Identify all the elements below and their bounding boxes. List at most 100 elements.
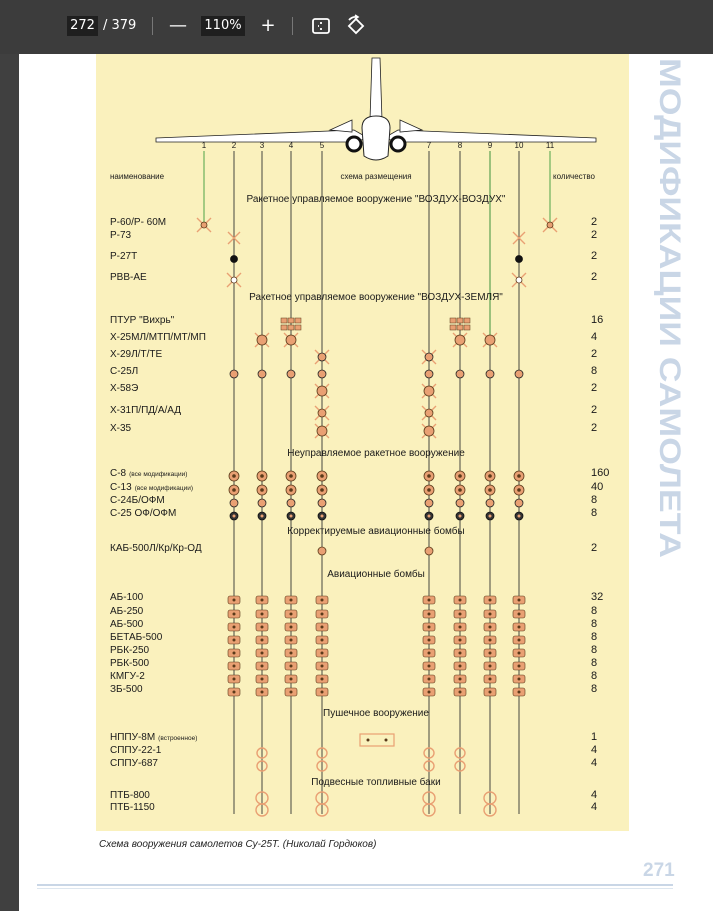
bomb-marker-center: [232, 664, 236, 668]
weapon-name: Х-31П/ПД/А/АД: [110, 405, 181, 416]
weapon-count: 2: [591, 271, 597, 283]
station-number: 4: [289, 141, 294, 150]
weapon-count: 8: [591, 365, 597, 377]
store-marker: [229, 369, 239, 379]
bomb-marker-center: [232, 598, 236, 602]
section-title: Неуправляемое ракетное вооружение: [287, 448, 465, 459]
weapon-count: 2: [591, 216, 597, 228]
weapon-count: 40: [591, 481, 603, 493]
zoom-out-button[interactable]: —: [169, 15, 187, 36]
store-marker: [546, 221, 554, 229]
bomb-marker-center: [427, 690, 431, 694]
bomb-marker-center: [517, 664, 521, 668]
store-marker: [200, 221, 208, 229]
station-number: 8: [458, 141, 463, 150]
bomb-marker-center: [517, 677, 521, 681]
aircraft-stabilizer-right: [399, 119, 424, 133]
store-marker: [485, 498, 495, 508]
bomb-marker-center: [517, 598, 521, 602]
station-number: 5: [320, 141, 325, 150]
weapon-name: РВВ-АЕ: [110, 272, 147, 283]
bomb-marker-center: [488, 612, 492, 616]
atgm-marker: [287, 317, 295, 324]
section-title: Пушечное вооружение: [323, 708, 429, 719]
bomb-marker-center: [427, 612, 431, 616]
weapon-name: Х-25МЛ/МТП/МТ/МП: [110, 332, 206, 343]
store-marker: [257, 498, 267, 508]
rocket-center: [517, 514, 521, 518]
page-number: 271: [643, 860, 675, 881]
page-number-input[interactable]: 272: [67, 16, 98, 36]
weapon-name: НППУ-8М(встроенное): [110, 732, 197, 743]
bomb-marker-center: [488, 638, 492, 642]
rocket-center: [289, 514, 293, 518]
gun-marker: [359, 733, 395, 747]
atgm-marker: [456, 324, 464, 331]
rocket-center: [427, 514, 431, 518]
fit-page-icon: [312, 18, 330, 34]
zoom-in-button[interactable]: +: [260, 15, 276, 36]
weapon-name: С-13(все модификации): [110, 482, 193, 493]
gun-marker-center: [366, 738, 370, 742]
rocket-pod-center: [517, 474, 521, 478]
bomb-marker-center: [458, 690, 462, 694]
weapon-count: 4: [591, 331, 597, 343]
weapon-name: КМГУ-2: [110, 671, 145, 682]
store-marker: [454, 334, 466, 346]
store-marker: [424, 408, 434, 418]
bomb-marker-center: [289, 612, 293, 616]
missile-marker: [227, 231, 241, 245]
section-title: Корректируемые авиационные бомбы: [287, 525, 464, 537]
weapon-count: 8: [591, 605, 597, 617]
weapon-count: 16: [591, 314, 603, 326]
rocket-pod-center: [320, 488, 324, 492]
bomb-marker-center: [260, 651, 264, 655]
weapon-name: Х-58Э: [110, 383, 138, 394]
bomb-marker-center: [260, 612, 264, 616]
store-marker: [286, 369, 296, 379]
bomb-marker-center: [232, 651, 236, 655]
weapon-count: 4: [591, 757, 597, 769]
store-marker: [424, 352, 434, 362]
weapon-note: (все модификации): [135, 485, 193, 492]
rocket-pod-center: [260, 474, 264, 478]
bomb-marker-center: [458, 638, 462, 642]
weapon-count: 8: [591, 657, 597, 669]
weapon-name: Х-35: [110, 423, 132, 434]
bomb-marker-center: [289, 598, 293, 602]
weapon-count: 8: [591, 494, 597, 506]
bomb-marker-center: [517, 638, 521, 642]
zoom-level-input[interactable]: 110%: [201, 16, 245, 36]
bomb-marker-center: [488, 677, 492, 681]
bomb-marker-center: [488, 664, 492, 668]
fit-page-button[interactable]: [309, 14, 333, 38]
column-header-name: наименование: [110, 172, 165, 181]
weapon-name: РБК-500: [110, 658, 150, 669]
rocket-pod-center: [488, 474, 492, 478]
bomb-marker-center: [320, 612, 324, 616]
store-marker: [257, 369, 267, 379]
atgm-marker: [280, 324, 288, 331]
bomb-marker-center: [427, 625, 431, 629]
bomb-marker-center: [427, 598, 431, 602]
weapon-note: (встроенное): [158, 735, 197, 742]
weapon-name: С-24Б/ОФМ: [110, 495, 165, 506]
store-marker: [455, 369, 465, 379]
store-marker: [485, 369, 495, 379]
station-number: 7: [427, 141, 432, 150]
weapon-count: 8: [591, 644, 597, 656]
bomb-marker-center: [260, 690, 264, 694]
store-marker: [317, 498, 327, 508]
store-marker: [424, 369, 434, 379]
weapon-count: 2: [591, 229, 597, 241]
weapon-name: КАБ-500Л/Кр/Кр-ОД: [110, 543, 202, 554]
atgm-marker: [456, 317, 464, 324]
bomb-marker-center: [260, 598, 264, 602]
weapon-name: РБК-250: [110, 645, 150, 656]
section-title: Ракетное управляемое вооружение "ВОЗДУХ-…: [249, 292, 503, 303]
store-marker: [484, 334, 496, 346]
store-marker: [317, 369, 327, 379]
atgm-marker: [449, 324, 457, 331]
rotate-button[interactable]: [344, 14, 368, 38]
